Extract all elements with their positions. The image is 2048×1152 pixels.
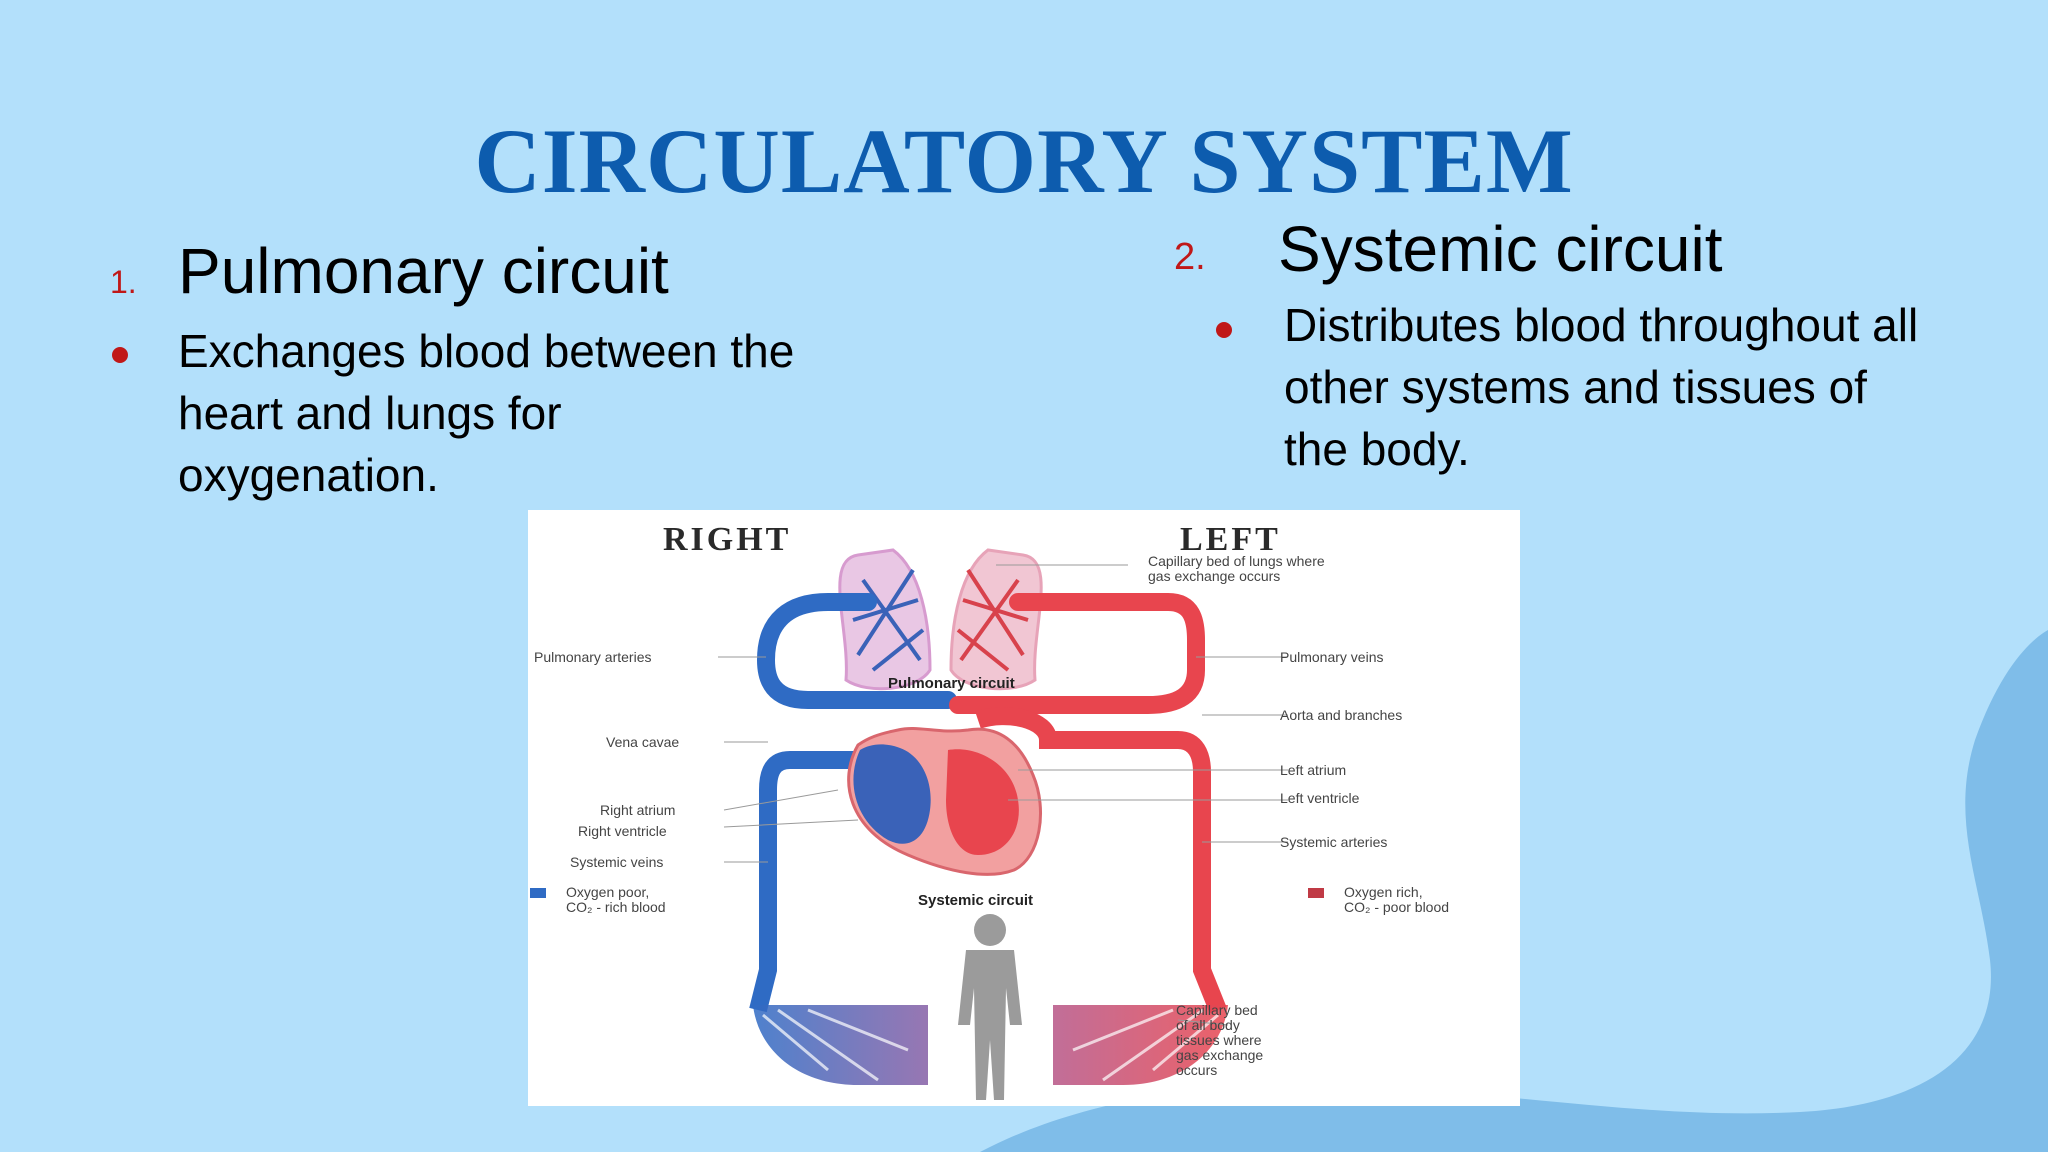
label-oxygen-rich: Oxygen rich, bbox=[1344, 884, 1423, 900]
oxygen-rich-swatch bbox=[1308, 888, 1324, 898]
leader-lines bbox=[718, 564, 1288, 1026]
circulatory-diagram-svg: RIGHT LEFT bbox=[530, 521, 1449, 1100]
pulmonary-desc-line: Exchanges blood between the bbox=[178, 325, 795, 377]
pulmonary-description: Exchanges blood between the heart and lu… bbox=[178, 320, 794, 506]
systemic-description: Distributes blood throughout all other s… bbox=[1284, 294, 1918, 480]
pulmonary-number: 1. bbox=[110, 264, 137, 300]
label-left-ventricle: Left ventricle bbox=[1280, 790, 1360, 806]
systemic-vein-vessel bbox=[749, 900, 777, 1013]
label-pulmonary-veins: Pulmonary veins bbox=[1280, 649, 1384, 665]
label-systemic-veins: Systemic veins bbox=[570, 854, 663, 870]
label-capillary-lungs: Capillary bed of lungs where bbox=[1148, 553, 1325, 569]
lungs-icon bbox=[838, 548, 1043, 691]
label-systemic-circuit: Systemic circuit bbox=[918, 892, 1033, 909]
label-right-atrium: Right atrium bbox=[600, 802, 675, 818]
label-capillary-body: gas exchange bbox=[1176, 1047, 1263, 1063]
systemic-heading: Systemic circuit bbox=[1278, 213, 1723, 285]
pulmonary-bullet bbox=[112, 347, 128, 363]
label-capillary-lungs: gas exchange occurs bbox=[1148, 568, 1280, 584]
slide-title: CIRCULATORY SYSTEM bbox=[474, 110, 1574, 212]
label-capillary-body: Capillary bed bbox=[1176, 1002, 1258, 1018]
label-pulmonary-circuit: Pulmonary circuit bbox=[888, 675, 1015, 692]
label-oxygen-poor: CO₂ - rich blood bbox=[566, 899, 666, 915]
systemic-bullet bbox=[1216, 322, 1232, 338]
label-aorta: Aorta and branches bbox=[1280, 707, 1402, 723]
systemic-desc-line: the body. bbox=[1284, 423, 1470, 475]
pulmonary-desc-line: oxygenation. bbox=[178, 449, 439, 501]
label-right-ventricle: Right ventricle bbox=[578, 823, 667, 839]
systemic-number: 2. bbox=[1174, 236, 1206, 278]
systemic-desc-line: other systems and tissues of bbox=[1284, 361, 1867, 413]
human-figure-icon bbox=[958, 914, 1022, 1100]
pulmonary-vein-vessel bbox=[949, 593, 1205, 714]
label-capillary-body: of all body bbox=[1176, 1017, 1240, 1033]
label-oxygen-rich: CO₂ - poor blood bbox=[1344, 899, 1449, 915]
body-capillary-bed bbox=[753, 1005, 1228, 1085]
label-oxygen-poor: Oxygen poor, bbox=[566, 884, 649, 900]
label-systemic-arteries: Systemic arteries bbox=[1280, 834, 1387, 850]
pulmonary-heading: Pulmonary circuit bbox=[178, 235, 669, 307]
circulatory-diagram: RIGHT LEFT bbox=[528, 510, 1520, 1106]
systemic-desc-line: Distributes blood throughout all bbox=[1284, 299, 1919, 351]
label-pulmonary-arteries: Pulmonary arteries bbox=[534, 649, 652, 665]
label-left-atrium: Left atrium bbox=[1280, 762, 1346, 778]
pulmonary-artery-vessel bbox=[756, 593, 957, 709]
heart-icon bbox=[847, 726, 1042, 876]
pulmonary-desc-line: heart and lungs for bbox=[178, 387, 562, 439]
label-capillary-body: occurs bbox=[1176, 1062, 1217, 1078]
label-capillary-body: tissues where bbox=[1176, 1032, 1262, 1048]
aorta-vessel bbox=[975, 707, 1227, 1014]
label-vena-cavae: Vena cavae bbox=[606, 734, 679, 750]
oxygen-poor-swatch bbox=[530, 888, 546, 898]
side-left-label: LEFT bbox=[1180, 521, 1281, 558]
vena-cava-vessel bbox=[759, 751, 858, 910]
side-right-label: RIGHT bbox=[663, 521, 791, 558]
